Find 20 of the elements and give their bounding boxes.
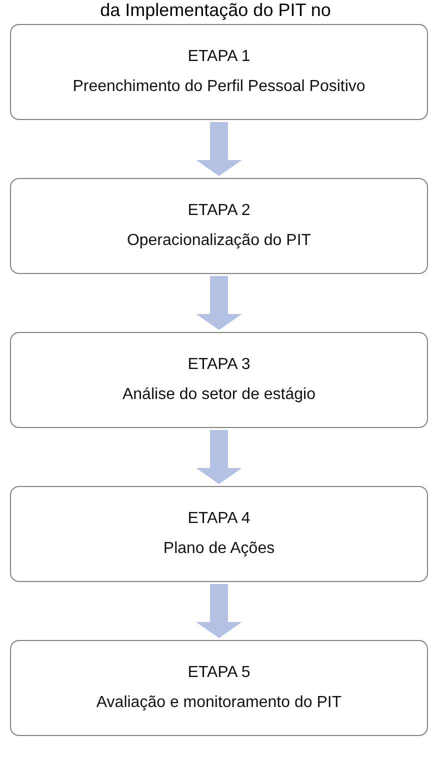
step-heading: ETAPA 3 <box>188 356 250 374</box>
step-description: Operacionalização do PIT <box>126 232 312 250</box>
block-arrow <box>196 122 242 176</box>
block-arrow <box>196 430 242 484</box>
step-heading: ETAPA 1 <box>188 48 250 66</box>
process-box <box>10 24 428 120</box>
step-description: Análise do setor de estágio <box>122 386 316 404</box>
block-arrow <box>196 276 242 330</box>
step-description: Avaliação e monitoramento do PIT <box>96 694 342 712</box>
step-heading: ETAPA 4 <box>188 510 250 528</box>
diagram-title: da Implementação do PIT no <box>99 0 332 20</box>
block-arrow <box>196 584 242 638</box>
process-box <box>10 640 428 736</box>
step-description: Plano de Ações <box>163 540 275 558</box>
step-heading: ETAPA 2 <box>188 202 250 220</box>
process-box <box>10 332 428 428</box>
process-box <box>10 486 428 582</box>
process-box <box>10 178 428 274</box>
step-description: Preenchimento do Perfil Pessoal Positivo <box>72 78 366 96</box>
step-heading: ETAPA 5 <box>188 664 250 682</box>
